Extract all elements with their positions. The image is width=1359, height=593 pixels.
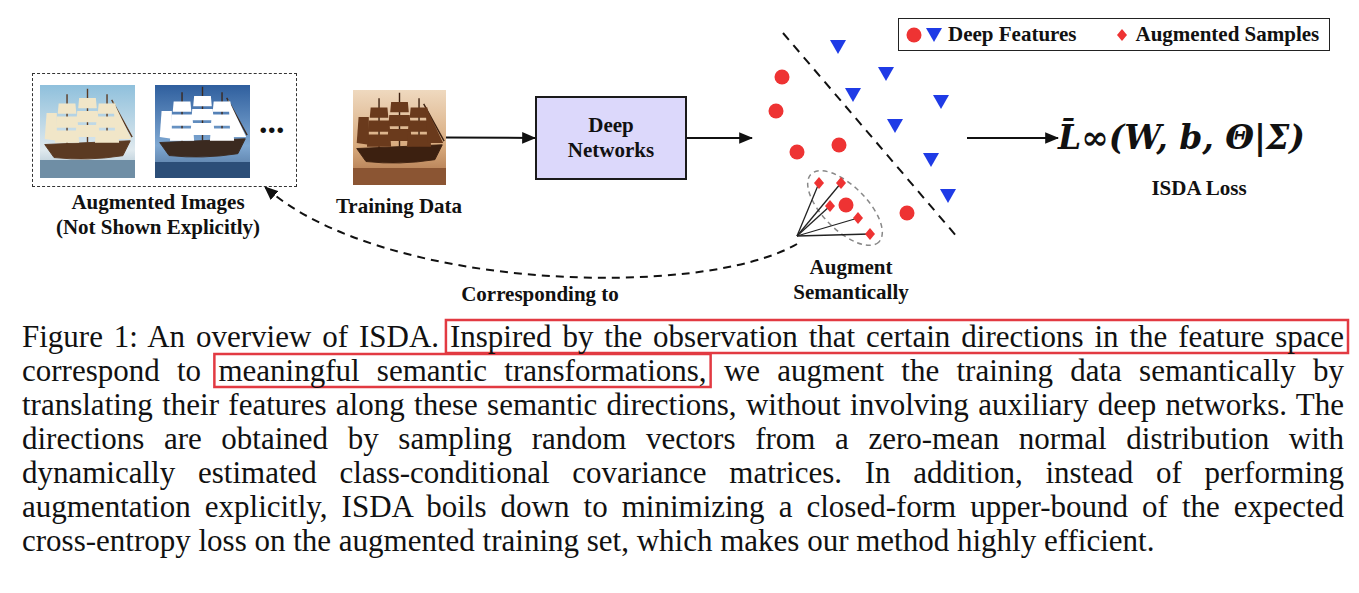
loss-formula: L̄∞(W, b, Θ|Σ)ISDA Loss — [1058, 120, 1305, 156]
feature-triangles — [845, 88, 861, 102]
ship-photo — [45, 98, 131, 143]
flow-arrow — [967, 137, 1058, 139]
legend-item: Augmented Samples — [1113, 22, 1320, 47]
ship-photo — [357, 93, 444, 163]
ship-photo — [160, 96, 246, 141]
feature-triangles — [923, 153, 939, 167]
feature-space: Augment Semantically — [752, 32, 967, 244]
augmented-diamonds — [865, 228, 875, 240]
feature-triangles — [830, 40, 846, 54]
box-label: Deep Networks — [556, 113, 666, 163]
ship-photo — [155, 85, 250, 178]
semantic-directions — [797, 183, 841, 236]
legend-item: Deep Features — [905, 22, 1077, 47]
legend-sample — [925, 26, 943, 44]
feature-triangles — [830, 40, 956, 203]
ship-photo — [357, 102, 443, 147]
feature-triangles — [940, 189, 956, 203]
feature-circles — [769, 104, 784, 119]
training-image: Training Data — [353, 90, 446, 185]
feature-circles — [790, 145, 805, 160]
feature-circles — [839, 198, 854, 213]
augment-region — [796, 159, 895, 258]
edge-label: Corresponding to — [458, 282, 622, 307]
ship-photo — [40, 85, 135, 178]
legend-sample — [905, 26, 923, 44]
augmented-diamonds — [825, 200, 835, 212]
legend-sample — [1113, 26, 1131, 44]
legend-text: Augmented Samples — [1136, 22, 1320, 47]
space-caption: Augment Semantically — [789, 255, 914, 305]
legend-shape — [907, 27, 922, 42]
feature-circles — [832, 138, 847, 153]
ship-photo — [45, 89, 132, 159]
process-box: Deep Networks — [535, 96, 687, 180]
legend-box: Deep Features Augmented Samples — [898, 18, 1330, 51]
formula-text: L̄∞(W, b, Θ|Σ) — [1058, 120, 1305, 156]
image-caption: Augmented Images (Not Shown Explicitly) — [51, 190, 266, 240]
ship-photo — [40, 160, 135, 178]
flow-arrow — [687, 137, 752, 139]
feature-triangles — [878, 67, 894, 81]
legend-shape — [1117, 29, 1127, 41]
ellipsis-mark: ... — [259, 105, 285, 139]
flow-arrow — [265, 187, 797, 278]
augmented-diamonds — [814, 177, 875, 240]
ship-photo — [353, 90, 446, 185]
ship-photo — [155, 85, 250, 178]
legend-text: Deep Features — [948, 22, 1077, 47]
decision-boundary — [783, 33, 958, 238]
semantic-directions — [797, 218, 858, 236]
figure-caption: Figure 1: An overview of ISDA. Inspired … — [22, 320, 1344, 558]
augmented-diamonds — [836, 177, 846, 189]
ship-photo — [353, 168, 446, 185]
ship-photo — [40, 85, 135, 178]
ship-photo — [155, 162, 250, 178]
legend-shape — [926, 28, 942, 42]
feature-circles — [775, 70, 790, 85]
feature-circles — [900, 206, 915, 221]
augmented-diamonds — [853, 212, 863, 224]
augment-region — [796, 159, 895, 258]
augmented-images-box: ...Augmented Images (Not Shown Explicitl… — [32, 73, 297, 187]
semantic-directions — [797, 234, 870, 236]
loss-caption: ISDA Loss — [1151, 176, 1246, 201]
feature-triangles — [933, 95, 949, 109]
ship-photo — [353, 90, 446, 185]
augmented-diamonds — [814, 177, 824, 189]
semantic-directions — [797, 183, 819, 236]
feature-triangles — [887, 119, 903, 133]
feature-circles — [769, 70, 915, 221]
semantic-directions — [797, 183, 870, 236]
ship-photo — [160, 87, 247, 157]
image-caption: Training Data — [336, 194, 462, 219]
flow-arrow — [446, 137, 535, 140]
decision-boundary — [783, 33, 958, 238]
